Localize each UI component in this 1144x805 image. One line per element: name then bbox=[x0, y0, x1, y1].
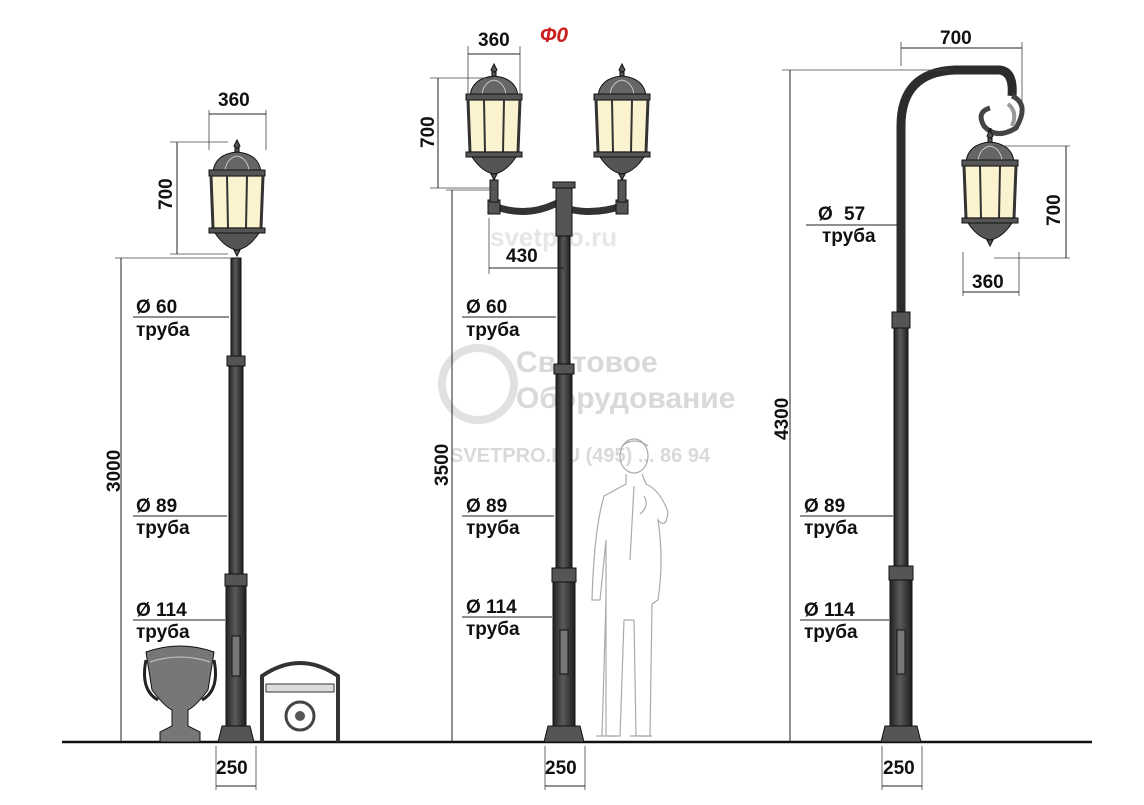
pole2-pipe1-label: труба bbox=[466, 320, 520, 341]
pole1-pipe-60: Ø 60 труба bbox=[133, 297, 229, 341]
pole1-height-label: 3000 bbox=[104, 450, 125, 492]
pole1-pipe2-symbol: Ø bbox=[136, 496, 151, 517]
pole3-pipe1-symbol: Ø bbox=[818, 204, 833, 225]
pole-2: 360 700 430 3500 Ø 60 труба Ø 89 труба Ø bbox=[418, 30, 669, 790]
pole3-pipe2-symbol: Ø bbox=[804, 496, 819, 517]
pole3-pipe2-dia: 89 bbox=[824, 496, 845, 517]
pole2-height-label: 3500 bbox=[432, 444, 453, 486]
pole2-pipe-89: Ø 89 труба bbox=[462, 496, 554, 539]
bench-icon bbox=[260, 661, 340, 742]
watermark: Световое Оборудование SVETPRO.RU (495) .… bbox=[438, 222, 735, 636]
pole3-height-label: 4300 bbox=[772, 398, 793, 440]
pole2-pipe3-label: труба bbox=[466, 619, 520, 640]
pole2-base-label: 250 bbox=[545, 758, 577, 779]
pole1-middle-segment bbox=[228, 365, 244, 577]
pole3-pipe2-label: труба bbox=[804, 518, 858, 539]
pole2-lantern-left-icon bbox=[464, 62, 524, 182]
pole1-base-label: 250 bbox=[216, 758, 248, 779]
pole3-pipe3-symbol: Ø bbox=[804, 600, 819, 621]
pole2-pipe3-dia: 114 bbox=[486, 597, 517, 618]
pole3-pipe1-dia: 57 bbox=[844, 204, 865, 225]
pole1-pipe-89: Ø 89 труба bbox=[133, 496, 227, 539]
pole1-pipe3-symbol: Ø bbox=[136, 600, 151, 621]
pole3-pipe-57: Ø 57 труба bbox=[806, 204, 898, 247]
pole2-arm-label: 430 bbox=[506, 246, 538, 267]
pole2-pipe2-dia: 89 bbox=[486, 496, 507, 517]
watermark-site: svetpro.ru bbox=[490, 222, 617, 252]
pole3-lamp-height-label: 700 bbox=[1044, 194, 1065, 226]
pole3-width-label: 700 bbox=[940, 28, 972, 49]
person-scale-figure-icon bbox=[591, 438, 669, 737]
pole2-pipe1-symbol: Ø bbox=[466, 297, 481, 318]
urn-icon bbox=[143, 645, 217, 743]
pole3-base bbox=[880, 725, 922, 743]
pole1-pipe1-symbol: Ø bbox=[136, 297, 151, 318]
pole3-crook-arm bbox=[896, 65, 1017, 312]
pole1-pipe3-label: труба bbox=[136, 622, 190, 643]
pole1-pipe2-dia: 89 bbox=[156, 496, 177, 517]
pole2-pipe3-symbol: Ø bbox=[466, 597, 481, 618]
watermark-logo-icon bbox=[438, 344, 518, 424]
pole3-base-label: 250 bbox=[883, 758, 915, 779]
pole3-lantern-icon bbox=[960, 128, 1020, 248]
watermark-line1: Световое bbox=[516, 346, 658, 379]
pole1-pipe2-label: труба bbox=[136, 518, 190, 539]
pole3-pipe1-label: труба bbox=[822, 226, 876, 247]
pole1-lamp-height-label: 700 bbox=[156, 178, 177, 210]
pole3-middle-segment bbox=[893, 327, 909, 569]
pole2-base bbox=[543, 725, 585, 743]
diagram-title: Ф0 bbox=[540, 24, 568, 47]
pole1-pipe-114: Ø 114 труба bbox=[133, 600, 225, 643]
watermark-phone: SVETPRO.RU (495) ... 86 94 bbox=[450, 445, 711, 467]
watermark-line2: Оборудование bbox=[516, 382, 735, 415]
pole3-pipe-89: Ø 89 труба bbox=[800, 496, 893, 539]
pole2-pipe-60: Ø 60 труба bbox=[462, 297, 556, 341]
pole1-lantern-icon bbox=[207, 138, 267, 258]
pole3-lamp-width-label: 360 bbox=[972, 272, 1004, 293]
pole2-middle-segment bbox=[555, 373, 573, 571]
pole2-pipe2-symbol: Ø bbox=[466, 496, 481, 517]
pole3-pipe3-dia: 114 bbox=[824, 600, 855, 621]
pole3-pipe-114: Ø 114 труба bbox=[800, 600, 889, 643]
pole1-pipe1-dia: 60 bbox=[156, 297, 177, 318]
pole2-pipe1-dia: 60 bbox=[486, 297, 507, 318]
pole-1: 360 700 3000 Ø 60 труба Ø 89 труба Ø 114… bbox=[104, 90, 340, 790]
pole2-width-label: 360 bbox=[478, 30, 510, 51]
pole1-base bbox=[217, 725, 255, 743]
pole2-pipe-114: Ø 114 труба bbox=[462, 597, 552, 640]
pole2-lamp-height-label: 700 bbox=[418, 116, 439, 148]
pole2-pipe2-label: труба bbox=[466, 518, 520, 539]
pole1-width-label: 360 bbox=[218, 90, 250, 111]
pole1-pipe1-label: труба bbox=[136, 320, 190, 341]
pole1-upper-segment bbox=[230, 257, 242, 359]
pole1-pipe3-dia: 114 bbox=[156, 600, 187, 621]
pole2-lantern-right-icon bbox=[592, 62, 652, 182]
pole3-pipe3-label: труба bbox=[804, 622, 858, 643]
pole-3: 700 700 360 4300 Ø 57 труба Ø 89 труба Ø bbox=[772, 28, 1070, 790]
